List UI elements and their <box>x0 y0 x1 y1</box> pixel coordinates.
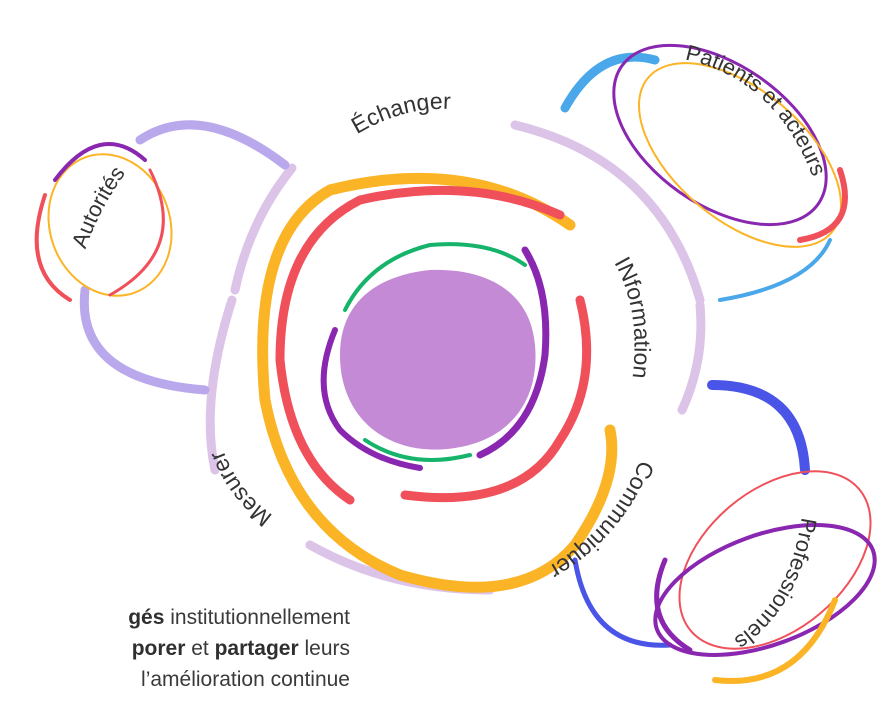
intro-paragraph-fragment: gés institutionnellement porer et partag… <box>0 602 350 695</box>
intro-line-2: porer et partager leurs <box>131 637 350 660</box>
intro-line-3: l’amélioration continue <box>141 668 350 691</box>
cluster-patients <box>560 43 848 302</box>
label-information: INformation <box>610 252 656 379</box>
label-mesurer: Mesurer <box>203 447 276 532</box>
core-rings <box>257 172 618 593</box>
label-patients: Patients et acteurs <box>683 40 831 179</box>
core-blob <box>340 269 536 450</box>
cluster-professionnels <box>572 380 877 684</box>
label-communiquer: Communiquer <box>545 457 659 585</box>
intro-line-1: gés institutionnellement <box>128 606 350 629</box>
cluster-autorites <box>34 120 290 395</box>
label-autorites: Autorités <box>67 161 130 251</box>
label-echanger: Échanger <box>347 88 452 139</box>
